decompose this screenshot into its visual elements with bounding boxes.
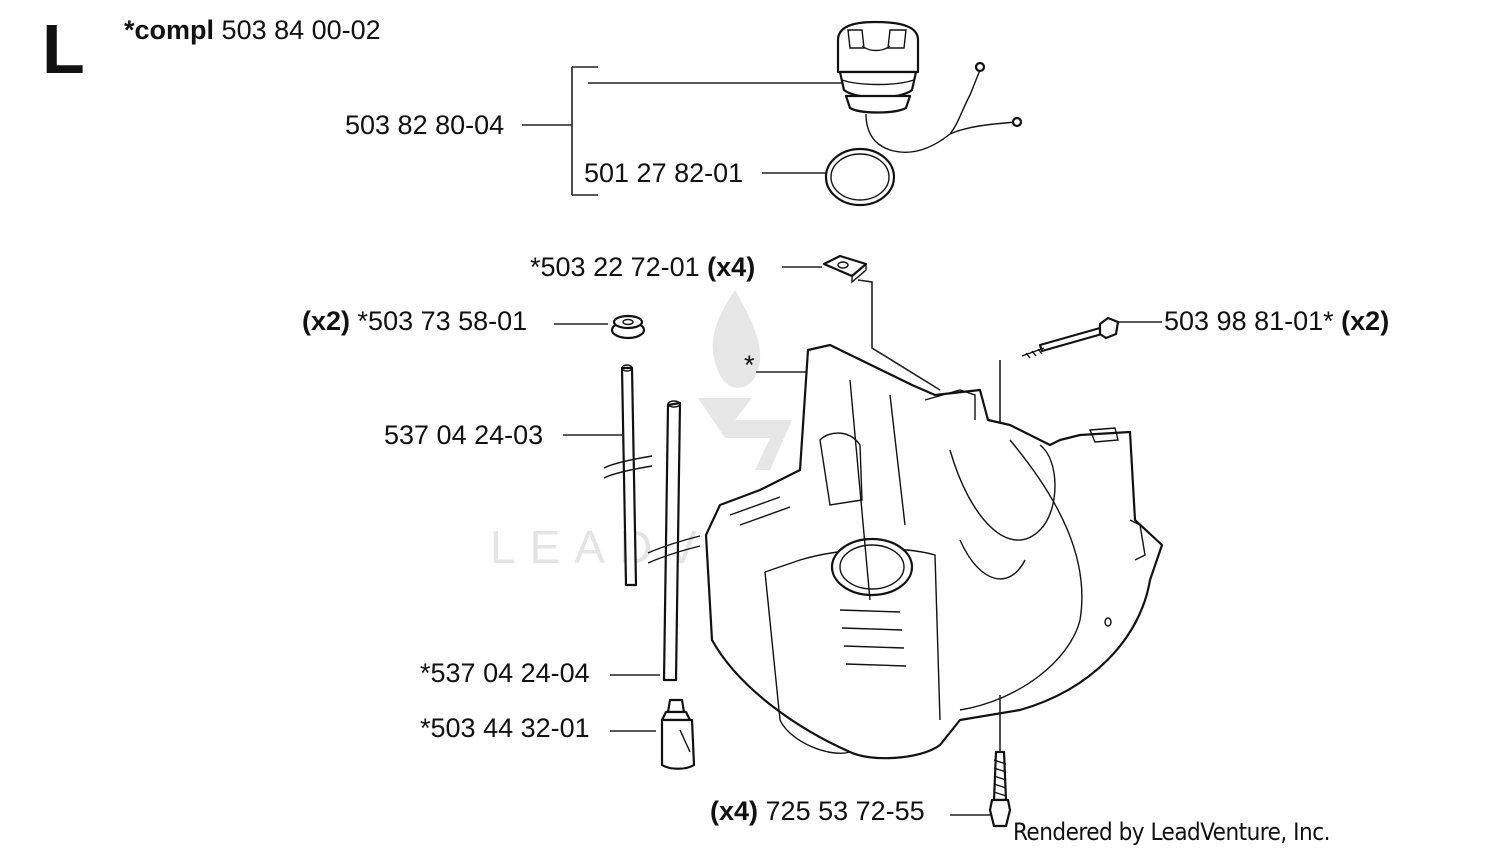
section-letter: L [42,10,85,88]
callout-o-ring[interactable]: 501 27 82-01 [584,158,743,188]
part-number: 503 44 32-01 [430,713,590,743]
part-qty: (x2) [302,306,351,336]
part-qty: (x4) [707,252,756,282]
part-number: 537 04 24-04 [430,658,590,688]
tank-housing [704,343,1164,760]
part-mark: * [744,350,755,380]
grommet-part [554,314,646,340]
callout-screw[interactable]: (x4) 725 53 72-55 [710,796,925,826]
fuel-filter [610,698,696,770]
fuel-cap [836,20,1023,153]
part-prefix: * [530,252,541,282]
fuel-hose-b [610,400,701,682]
part-prefix: * [357,306,369,336]
callout-tank-star[interactable]: * [744,350,755,380]
part-number: 503 98 81-01* [1164,306,1334,336]
part-qty: (x2) [1341,306,1390,336]
callout-hose-b[interactable]: *537 04 24-04 [420,658,590,688]
cap-group-bracket [522,66,845,196]
part-number: 503 22 72-01 [540,252,700,282]
o-ring [824,147,896,207]
compl-prefix: *compl [124,15,215,45]
bolt-part [984,316,1162,431]
part-number: 503 73 58-01 [368,306,528,336]
render-credit: Rendered by LeadVenture, Inc. [1013,818,1330,846]
part-prefix: * [420,713,431,743]
part-number: 537 04 24-03 [384,420,544,450]
clip-part [782,254,941,391]
fuel-hose-a [563,364,653,587]
callout-grommet[interactable]: (x2) *503 73 58-01 [302,306,527,336]
callout-bolt[interactable]: 503 98 81-01* (x2) [1164,306,1389,336]
part-qty: (x4) [710,796,759,826]
part-number: 501 27 82-01 [584,158,744,188]
part-number: 503 82 80-04 [345,110,505,140]
callout-clip[interactable]: *503 22 72-01 (x4) [530,252,755,282]
compl-number: 503 84 00-02 [221,15,381,45]
screw-part [950,695,1012,828]
part-prefix: * [420,658,431,688]
part-number: 725 53 72-55 [765,796,925,826]
assembly-number[interactable]: *compl 503 84 00-02 [124,15,381,45]
callout-hose-a[interactable]: 537 04 24-03 [384,420,543,450]
callout-fuel-cap[interactable]: 503 82 80-04 [345,110,504,140]
callout-filter[interactable]: *503 44 32-01 [420,713,590,743]
